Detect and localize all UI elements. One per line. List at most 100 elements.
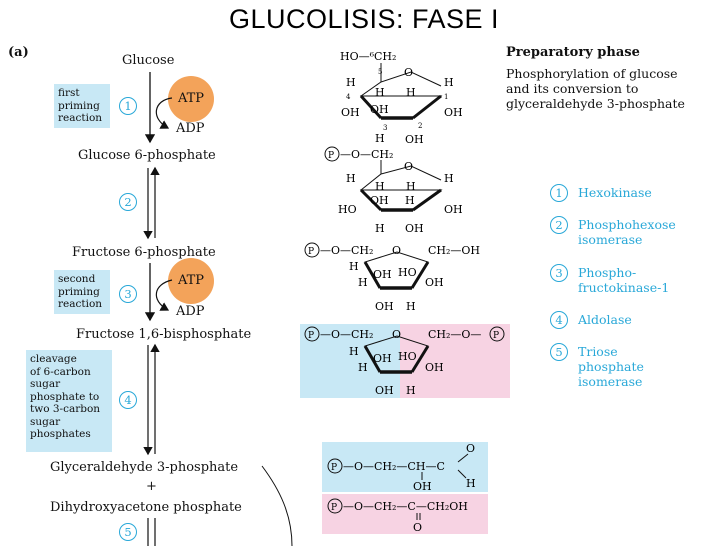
- atp-circle-1: ATP: [168, 76, 214, 122]
- atp-curve-1: [155, 97, 173, 129]
- step-number-3: 3: [119, 285, 137, 303]
- svg-text:H: H: [375, 86, 385, 99]
- enzyme-line: fructokinase-1: [578, 280, 670, 295]
- svg-text:H: H: [375, 222, 385, 235]
- enzyme-number-5: 5: [550, 343, 568, 361]
- svg-text:H: H: [405, 194, 415, 207]
- svg-text:H: H: [349, 345, 359, 358]
- svg-text:OH: OH: [425, 361, 444, 374]
- side-title: Preparatory phase: [506, 45, 640, 60]
- svg-text:O: O: [392, 244, 401, 257]
- enzyme-line: Hexokinase: [578, 185, 652, 200]
- svg-text:H: H: [349, 260, 359, 273]
- atp-curve-2: [155, 279, 173, 311]
- svg-text:—O—CH₂: —O—CH₂: [320, 244, 373, 257]
- note-line: priming: [58, 285, 100, 298]
- svg-text:HO: HO: [338, 203, 357, 216]
- note-first-priming: first priming reaction: [54, 84, 110, 128]
- metabolite-glucose-6-phosphate: Glucose 6-phosphate: [78, 148, 216, 163]
- note-line: phosphate to: [30, 390, 100, 403]
- svg-text:P: P: [331, 503, 337, 513]
- note-line: cleavage: [30, 353, 77, 365]
- enzyme-line: Phosphohexose: [578, 217, 676, 232]
- svg-text:H: H: [444, 76, 454, 89]
- svg-text:O: O: [466, 442, 475, 455]
- svg-text:O: O: [392, 328, 401, 341]
- svg-text:H: H: [358, 276, 368, 289]
- svg-text:P: P: [308, 331, 314, 341]
- note-line: sugar: [30, 415, 61, 428]
- svg-text:P: P: [328, 151, 334, 161]
- enzyme-hexokinase: Hexokinase: [578, 185, 652, 200]
- enzyme-line: phosphate: [578, 359, 644, 374]
- svg-text:HO: HO: [398, 266, 417, 279]
- structure-fructose-1-6-bisphosphate: P —O—CH₂ O CH₂—O— P H H OH HO OH OH H: [304, 326, 505, 397]
- structure-glucose-6-phosphate: P —O—CH₂ O H HO H OH H H H OH H OH: [324, 146, 463, 235]
- svg-text:OH: OH: [370, 194, 389, 207]
- enzyme-triose-phosphate-isomerase: Triose phosphate isomerase: [578, 344, 644, 389]
- note-line: sugar: [30, 378, 61, 390]
- note-line: two 3-carbon: [30, 403, 101, 415]
- note-second-priming: second priming reaction: [54, 270, 110, 314]
- svg-text:HO—⁶CH₂: HO—⁶CH₂: [340, 50, 396, 63]
- svg-text:OH: OH: [425, 276, 444, 289]
- adp-label-1: ADP: [176, 121, 205, 136]
- svg-text:O: O: [404, 66, 413, 79]
- step-number-5: 5: [119, 523, 137, 541]
- description-line: Phosphorylation of glucose: [506, 66, 678, 81]
- svg-text:H: H: [375, 180, 385, 193]
- gap-blue-box: [322, 442, 488, 492]
- plus-sign: +: [146, 479, 157, 494]
- svg-text:4: 4: [346, 93, 351, 101]
- atp-circle-2: ATP: [168, 258, 214, 304]
- svg-text:OH: OH: [405, 222, 424, 235]
- svg-text:2: 2: [418, 122, 422, 130]
- svg-text:HO: HO: [398, 350, 417, 363]
- step-number-4: 4: [119, 391, 137, 409]
- svg-text:OH: OH: [373, 268, 392, 281]
- metabolite-glucose: Glucose: [122, 53, 175, 68]
- svg-text:H: H: [406, 384, 416, 397]
- metabolite-glyceraldehyde-3-phosphate: Glyceraldehyde 3-phosphate: [50, 460, 239, 475]
- note-line: second: [58, 273, 96, 285]
- svg-text:OH: OH: [373, 352, 392, 365]
- note-line: of 6-carbon: [30, 365, 91, 378]
- metabolite-fructose-1-6-bisphosphate: Fructose 1,6-bisphosphate: [76, 327, 252, 342]
- svg-text:O: O: [404, 160, 413, 173]
- svg-text:—O—CH₂—C—CH₂OH: —O—CH₂—C—CH₂OH: [343, 500, 468, 513]
- svg-text:H: H: [444, 172, 454, 185]
- structure-glyceraldehyde-3-phosphate: P —O—CH₂—CH—C OH O H: [327, 442, 476, 493]
- svg-text:3: 3: [383, 124, 387, 132]
- note-line: priming: [58, 99, 100, 112]
- svg-text:CH₂—O—: CH₂—O—: [428, 328, 481, 341]
- enzyme-line: Aldolase: [578, 312, 632, 327]
- step-number-1: 1: [119, 97, 137, 115]
- svg-text:—O—CH₂—CH—C: —O—CH₂—CH—C: [343, 460, 445, 473]
- svg-text:OH: OH: [405, 133, 424, 146]
- svg-text:OH: OH: [375, 300, 394, 313]
- svg-text:OH: OH: [370, 103, 389, 116]
- structure-fructose-6-phosphate: P —O—CH₂ O CH₂—OH H H OH HO OH OH H: [304, 242, 480, 313]
- svg-text:H: H: [375, 132, 385, 145]
- enzyme-number-2: 2: [550, 216, 568, 234]
- description-line: and its conversion to: [506, 81, 639, 96]
- note-cleavage: cleavage of 6-carbon sugar phosphate to …: [26, 350, 112, 452]
- enzyme-phosphofructokinase-1: Phospho- fructokinase-1: [578, 265, 669, 295]
- svg-text:P: P: [493, 331, 499, 341]
- enzyme-aldolase: Aldolase: [578, 312, 632, 327]
- curve-to-next-phase: [261, 465, 293, 546]
- svg-text:—O—CH₂: —O—CH₂: [340, 148, 393, 161]
- fbp-blue-box: [300, 324, 400, 398]
- enzyme-line: isomerase: [578, 374, 643, 389]
- svg-text:H: H: [346, 172, 356, 185]
- svg-text:H: H: [358, 361, 368, 374]
- metabolite-dihydroxyacetone-phosphate: Dihydroxyacetone phosphate: [50, 500, 242, 515]
- enzyme-line: Triose: [578, 344, 618, 359]
- svg-text:H: H: [406, 300, 416, 313]
- svg-text:OH: OH: [444, 203, 463, 216]
- structure-glucose: HO—⁶CH₂ 5 O H 4 OH H OH H OH 2 H 3 H 1 O…: [340, 50, 463, 146]
- slide-title: GLUCOLISIS: FASE I: [228, 4, 500, 34]
- svg-text:OH: OH: [413, 480, 432, 493]
- svg-text:OH: OH: [375, 384, 394, 397]
